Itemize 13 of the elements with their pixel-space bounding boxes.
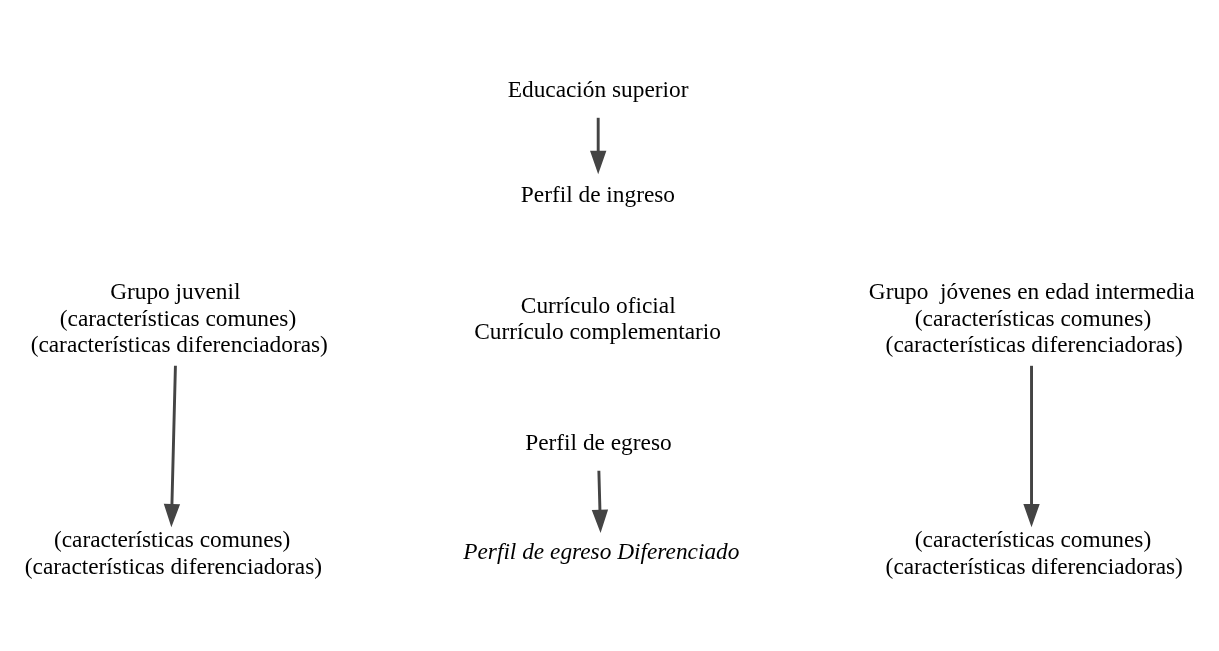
node-text: Grupo jóvenes en edad intermedia (características comunes) (características diferenciadoras) <box>868 277 1195 357</box>
arrow <box>163 365 181 527</box>
arrow <box>1023 365 1040 527</box>
arrow <box>591 470 609 533</box>
node-text: (características comunes) (características diferenciadoras) <box>885 525 1183 579</box>
node-text: Educación superior <box>507 75 689 102</box>
node-text: Perfil de egreso <box>525 428 672 455</box>
node-text: (características comunes) (características diferenciadoras) <box>24 525 323 579</box>
node-text: Perfil de egreso Diferenciado <box>463 537 740 564</box>
arrow <box>590 117 607 174</box>
node-text: Perfil de ingreso <box>520 180 676 207</box>
node-text: Currículo oficial Currículo complementario <box>474 291 721 344</box>
node-text: Grupo juvenil (características comunes) (características diferenciadoras) <box>30 277 328 357</box>
